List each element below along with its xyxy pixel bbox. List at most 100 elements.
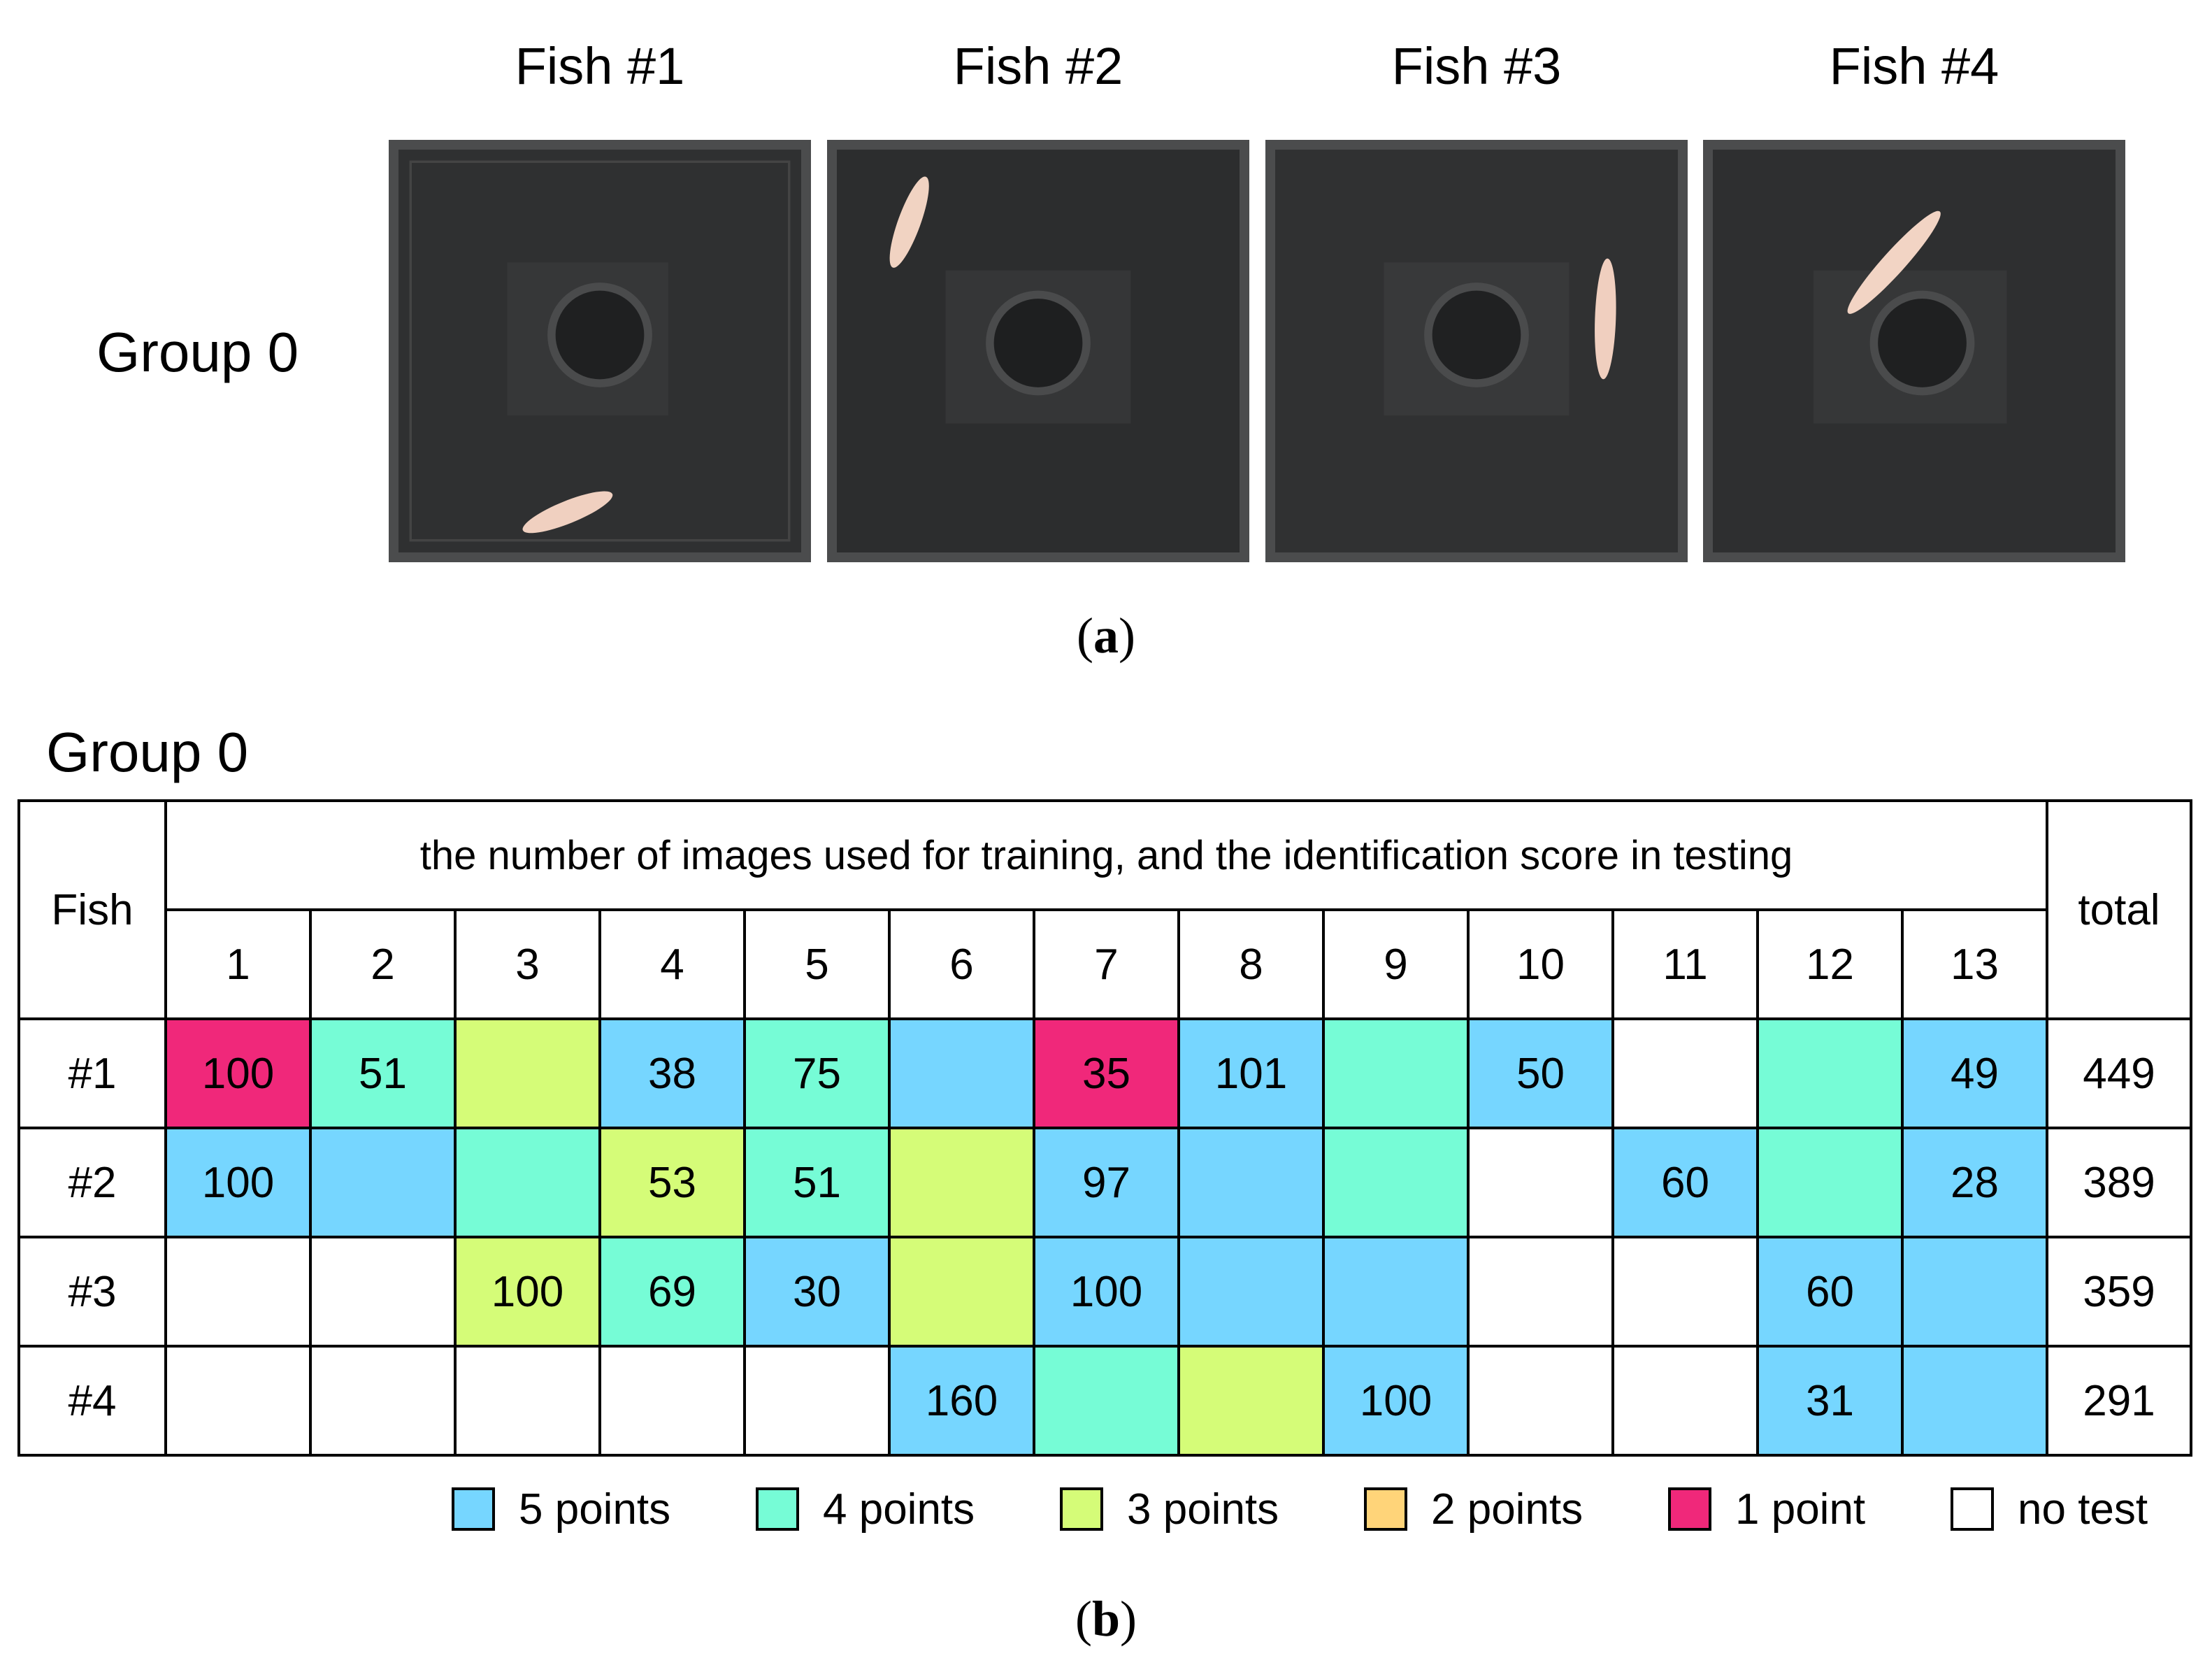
legend-label: 4 points bbox=[823, 1485, 975, 1534]
score-cell: 28 bbox=[1901, 1127, 2048, 1238]
score-cell: 51 bbox=[309, 1017, 457, 1129]
score-cell bbox=[1611, 1345, 1759, 1457]
score-table: Fish the number of images used for train… bbox=[17, 799, 2192, 1457]
fish-header-2: Fish #2 bbox=[953, 37, 1123, 95]
fish-header-3: Fish #3 bbox=[1391, 37, 1562, 95]
column-number-9: 9 bbox=[1322, 908, 1470, 1020]
legend-swatch bbox=[1364, 1487, 1407, 1531]
score-cell bbox=[1322, 1017, 1470, 1129]
total-value: 291 bbox=[2046, 1345, 2192, 1457]
score-cell bbox=[1901, 1345, 2048, 1457]
score-cell bbox=[1467, 1236, 1614, 1348]
legend-item: 4 points bbox=[756, 1481, 975, 1537]
score-cell: 100 bbox=[1033, 1236, 1180, 1348]
total-value: 389 bbox=[2046, 1127, 2192, 1238]
legend-item: no test bbox=[1951, 1481, 2148, 1537]
score-cell: 38 bbox=[598, 1017, 746, 1129]
caption-a: (a) bbox=[1077, 608, 1135, 664]
score-cell bbox=[454, 1017, 601, 1129]
score-cell: 31 bbox=[1756, 1345, 1904, 1457]
legend-item: 5 points bbox=[452, 1481, 670, 1537]
legend-swatch bbox=[452, 1487, 495, 1531]
score-cell bbox=[1467, 1345, 1614, 1457]
legend-swatch bbox=[1951, 1487, 1994, 1531]
column-number-12: 12 bbox=[1756, 908, 1904, 1020]
fish-label: #4 bbox=[17, 1345, 167, 1457]
score-cell bbox=[1901, 1236, 2048, 1348]
fish-label: #1 bbox=[17, 1017, 167, 1129]
score-cell bbox=[454, 1345, 601, 1457]
legend-label: 5 points bbox=[519, 1485, 671, 1534]
score-cell: 60 bbox=[1611, 1127, 1759, 1238]
fish-photo-4 bbox=[1703, 140, 2125, 562]
training-span-header: the number of images used for training, … bbox=[164, 799, 2048, 911]
score-cell bbox=[309, 1236, 457, 1348]
column-number-4: 4 bbox=[598, 908, 746, 1020]
score-cell bbox=[309, 1127, 457, 1238]
column-number-2: 2 bbox=[309, 908, 457, 1020]
score-cell: 100 bbox=[164, 1127, 312, 1238]
total-value: 449 bbox=[2046, 1017, 2192, 1129]
legend-swatch bbox=[1668, 1487, 1711, 1531]
group-label-panel-b: Group 0 bbox=[46, 721, 249, 783]
caption-b: (b) bbox=[1075, 1591, 1137, 1647]
score-cell: 160 bbox=[888, 1345, 1035, 1457]
score-cell bbox=[1467, 1127, 1614, 1238]
legend-item: 3 points bbox=[1060, 1481, 1279, 1537]
score-cell bbox=[1611, 1017, 1759, 1129]
score-cell bbox=[164, 1236, 312, 1348]
score-cell bbox=[888, 1017, 1035, 1129]
column-number-10: 10 bbox=[1467, 908, 1614, 1020]
legend-label: 2 points bbox=[1431, 1485, 1583, 1534]
score-cell: 75 bbox=[743, 1017, 891, 1129]
column-number-3: 3 bbox=[454, 908, 601, 1020]
score-cell bbox=[888, 1127, 1035, 1238]
score-cell bbox=[164, 1345, 312, 1457]
score-cell bbox=[888, 1236, 1035, 1348]
score-cell: 35 bbox=[1033, 1017, 1180, 1129]
fish-header-1: Fish #1 bbox=[515, 37, 685, 95]
fish-label: #2 bbox=[17, 1127, 167, 1238]
column-number-1: 1 bbox=[164, 908, 312, 1020]
score-cell bbox=[1322, 1127, 1470, 1238]
column-number-6: 6 bbox=[888, 908, 1035, 1020]
score-cell bbox=[1756, 1017, 1904, 1129]
score-cell: 97 bbox=[1033, 1127, 1180, 1238]
total-column-header: total bbox=[2046, 799, 2192, 1020]
score-cell: 100 bbox=[454, 1236, 601, 1348]
fish-column-header: Fish bbox=[17, 799, 167, 1020]
group-label-panel-a: Group 0 bbox=[96, 321, 299, 383]
score-cell bbox=[1177, 1236, 1325, 1348]
column-number-11: 11 bbox=[1611, 908, 1759, 1020]
score-cell: 100 bbox=[164, 1017, 312, 1129]
score-cell: 50 bbox=[1467, 1017, 1614, 1129]
fish-label: #3 bbox=[17, 1236, 167, 1348]
legend-swatch bbox=[756, 1487, 799, 1531]
score-cell bbox=[743, 1345, 891, 1457]
fish-header-4: Fish #4 bbox=[1829, 37, 1999, 95]
score-cell bbox=[1033, 1345, 1180, 1457]
score-cell: 69 bbox=[598, 1236, 746, 1348]
legend-item: 2 points bbox=[1364, 1481, 1583, 1537]
legend-label: no test bbox=[2018, 1485, 2148, 1534]
table-row: #4 160 100 31 291 bbox=[17, 1345, 2192, 1457]
total-value: 359 bbox=[2046, 1236, 2192, 1348]
score-cell bbox=[1177, 1127, 1325, 1238]
score-cell bbox=[1756, 1127, 1904, 1238]
column-number-8: 8 bbox=[1177, 908, 1325, 1020]
score-cell bbox=[598, 1345, 746, 1457]
score-cell: 51 bbox=[743, 1127, 891, 1238]
column-number-13: 13 bbox=[1901, 908, 2048, 1020]
score-cell bbox=[309, 1345, 457, 1457]
score-cell: 100 bbox=[1322, 1345, 1470, 1457]
score-cell bbox=[1177, 1345, 1325, 1457]
score-cell bbox=[1322, 1236, 1470, 1348]
legend-label: 1 point bbox=[1735, 1485, 1866, 1534]
score-cell: 101 bbox=[1177, 1017, 1325, 1129]
fish-photo-2 bbox=[827, 140, 1249, 562]
fish-photo-1 bbox=[389, 140, 811, 562]
column-number-7: 7 bbox=[1033, 908, 1180, 1020]
